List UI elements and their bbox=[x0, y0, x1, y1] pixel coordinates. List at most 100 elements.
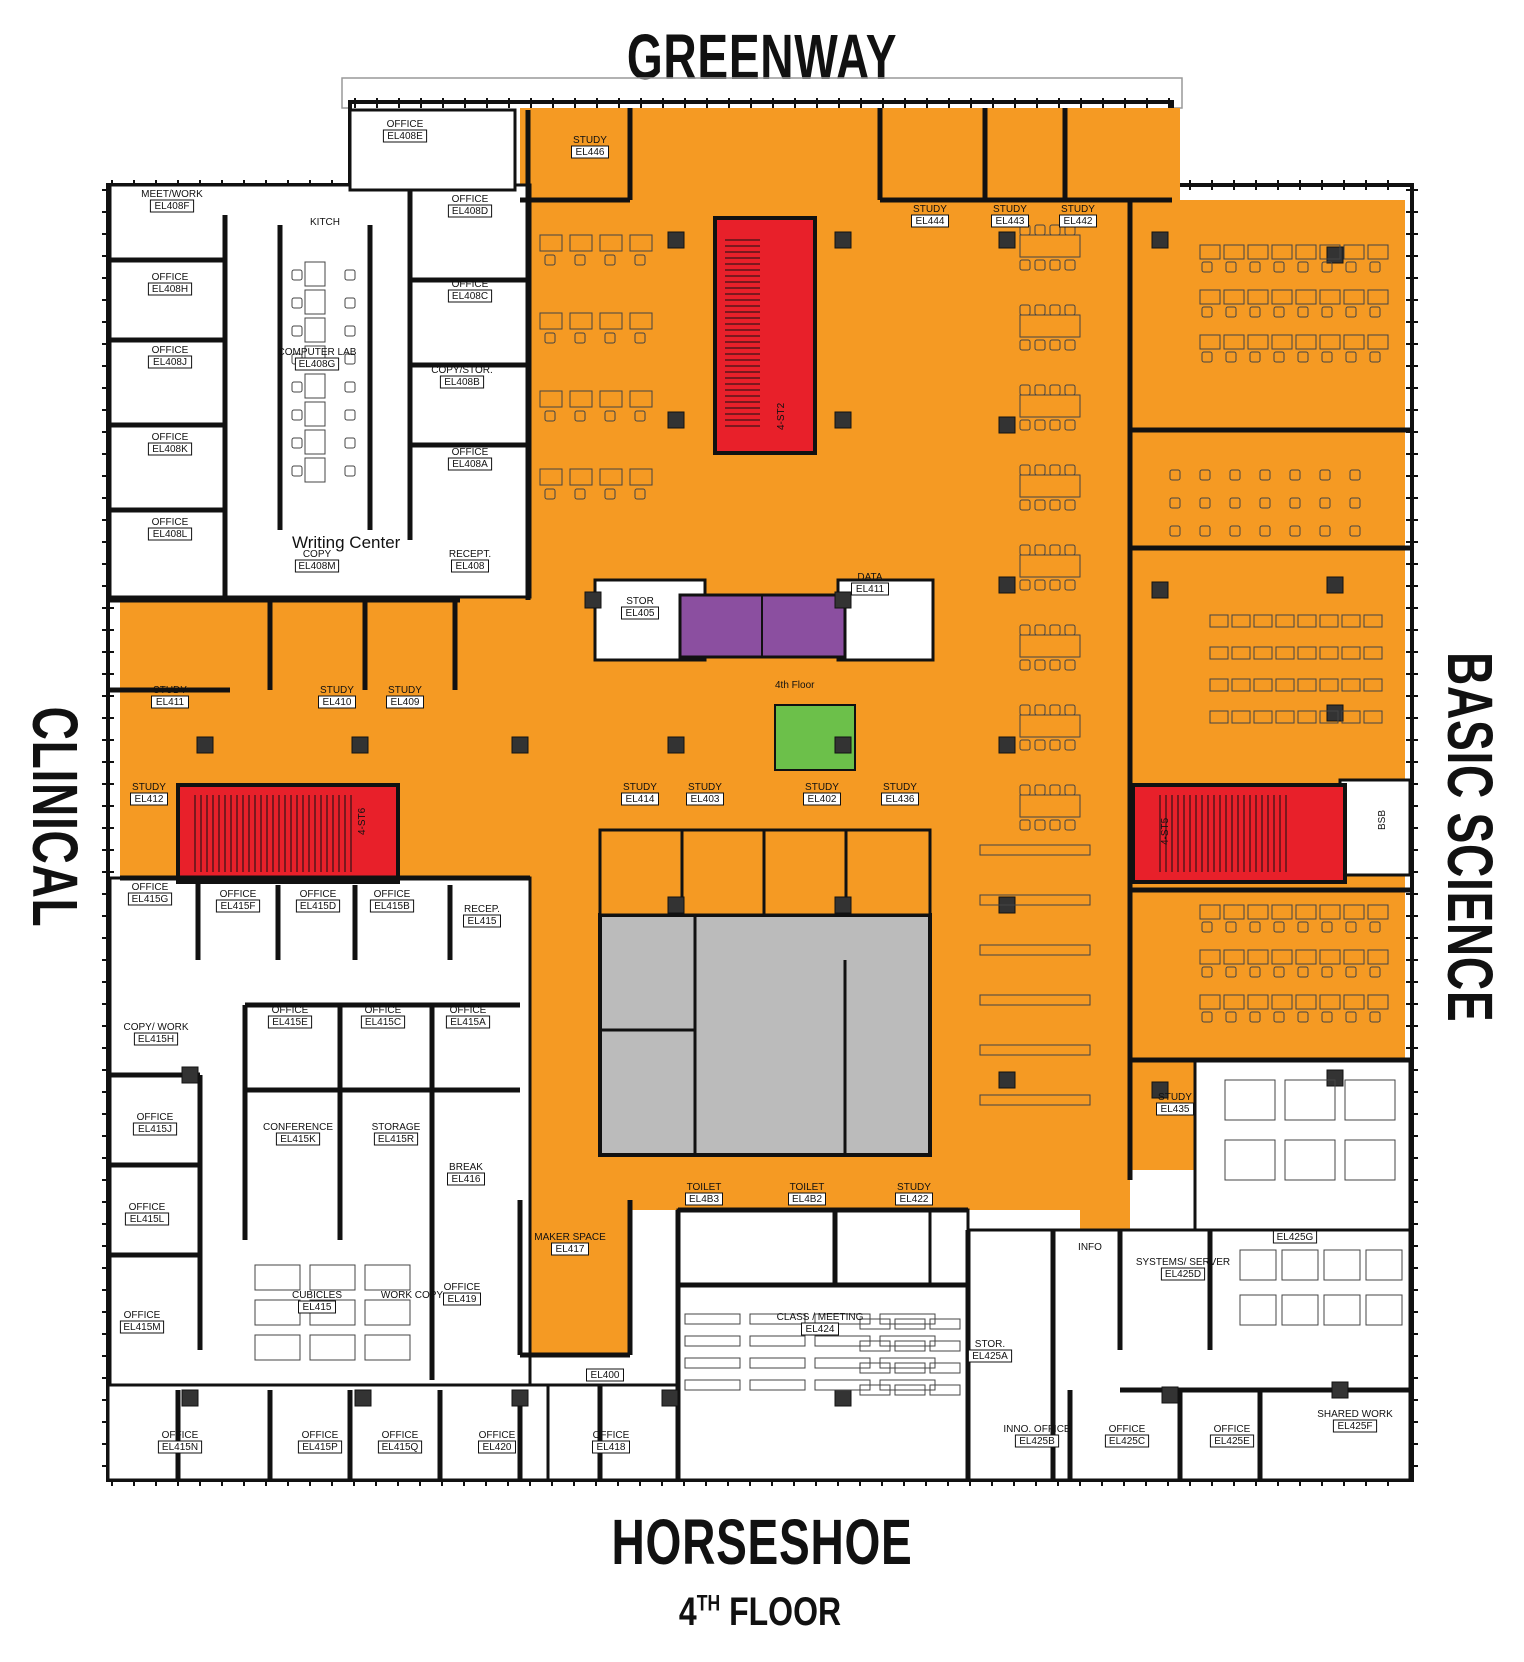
desk bbox=[1297, 678, 1317, 692]
room-name: OFFICE bbox=[152, 432, 189, 443]
chair bbox=[1225, 261, 1237, 273]
chair bbox=[1345, 1011, 1357, 1023]
room-code: EL422 bbox=[900, 1194, 929, 1205]
chair bbox=[1034, 419, 1046, 431]
chair bbox=[1297, 351, 1309, 363]
desk bbox=[1247, 334, 1269, 350]
room-name: COPY bbox=[303, 549, 332, 560]
desk bbox=[1019, 314, 1081, 338]
room-label: EL425G bbox=[1272, 1230, 1318, 1244]
room-code: EL408A bbox=[452, 459, 488, 470]
chair bbox=[1201, 921, 1213, 933]
desk bbox=[1281, 1294, 1319, 1326]
chair bbox=[1369, 1011, 1381, 1023]
room-code: EL446 bbox=[576, 147, 605, 158]
room-code: EL443 bbox=[996, 216, 1025, 227]
column bbox=[834, 1389, 852, 1407]
desk bbox=[1253, 614, 1273, 628]
room-code: EL415M bbox=[123, 1322, 160, 1333]
room-code: EL4B2 bbox=[792, 1194, 822, 1205]
desk bbox=[1271, 904, 1293, 920]
desk bbox=[364, 1334, 411, 1361]
room-name: OFFICE bbox=[444, 1282, 481, 1293]
chair bbox=[1201, 351, 1213, 363]
chair bbox=[574, 488, 586, 500]
room-name: OFFICE bbox=[1109, 1424, 1146, 1435]
chair bbox=[1273, 351, 1285, 363]
chair bbox=[291, 297, 303, 309]
chair bbox=[1049, 499, 1061, 511]
desk bbox=[539, 234, 563, 252]
chair bbox=[1049, 544, 1061, 556]
chair bbox=[1289, 525, 1301, 537]
chair bbox=[1201, 1011, 1213, 1023]
room-code: EL400 bbox=[591, 1370, 620, 1381]
desk bbox=[929, 1340, 961, 1352]
desk bbox=[1367, 334, 1389, 350]
desk bbox=[629, 312, 653, 330]
chair bbox=[1273, 306, 1285, 318]
chair bbox=[604, 410, 616, 422]
room-name: STUDY bbox=[688, 782, 722, 793]
chair bbox=[1297, 261, 1309, 273]
chair bbox=[1019, 464, 1031, 476]
desk bbox=[1319, 678, 1339, 692]
chair bbox=[1249, 921, 1261, 933]
chair bbox=[634, 488, 646, 500]
desk bbox=[1209, 646, 1229, 660]
room-code: EL403 bbox=[691, 794, 720, 805]
toilet-core-walls bbox=[600, 915, 847, 1155]
stair-label-st2: 4-ST2 bbox=[776, 402, 787, 430]
room-name: OFFICE bbox=[450, 1005, 487, 1016]
chair bbox=[1049, 384, 1061, 396]
room-name: OFFICE bbox=[1214, 1424, 1251, 1435]
desk bbox=[1247, 904, 1269, 920]
desk bbox=[1284, 1079, 1336, 1121]
room-code: EL415J bbox=[138, 1124, 172, 1135]
stair-4-st2 bbox=[713, 216, 817, 455]
room-name: COPY/STOR. bbox=[431, 365, 493, 376]
chair bbox=[1064, 419, 1076, 431]
desk bbox=[1019, 554, 1081, 578]
room-name: MEET/WORK bbox=[141, 189, 203, 200]
chair bbox=[291, 409, 303, 421]
desk bbox=[1275, 614, 1295, 628]
street-label-top: GREENWAY bbox=[626, 21, 898, 93]
room-name: STUDY bbox=[153, 685, 187, 696]
room-name: STUDY bbox=[132, 782, 166, 793]
desk bbox=[1295, 244, 1317, 260]
desk bbox=[749, 1313, 806, 1325]
chair bbox=[1034, 739, 1046, 751]
desk bbox=[1319, 244, 1341, 260]
desk bbox=[1247, 994, 1269, 1010]
chair bbox=[1034, 784, 1046, 796]
desk bbox=[1224, 1139, 1276, 1181]
chair bbox=[1249, 966, 1261, 978]
room-name: STUDY bbox=[623, 782, 657, 793]
chair bbox=[1349, 525, 1361, 537]
chair bbox=[1345, 921, 1357, 933]
room-name: KITCH bbox=[310, 217, 340, 228]
desk bbox=[749, 1357, 806, 1369]
chair bbox=[1201, 306, 1213, 318]
room-code: EL408D bbox=[452, 206, 488, 217]
study-rooms-row bbox=[598, 828, 932, 917]
chair bbox=[634, 332, 646, 344]
desk bbox=[1367, 949, 1389, 965]
desk bbox=[929, 1384, 961, 1396]
room-code: EL425F bbox=[1337, 1421, 1372, 1432]
desk bbox=[859, 1318, 891, 1330]
room-code: EL411 bbox=[156, 697, 185, 708]
room-code: EL415D bbox=[300, 901, 336, 912]
chair bbox=[1297, 921, 1309, 933]
